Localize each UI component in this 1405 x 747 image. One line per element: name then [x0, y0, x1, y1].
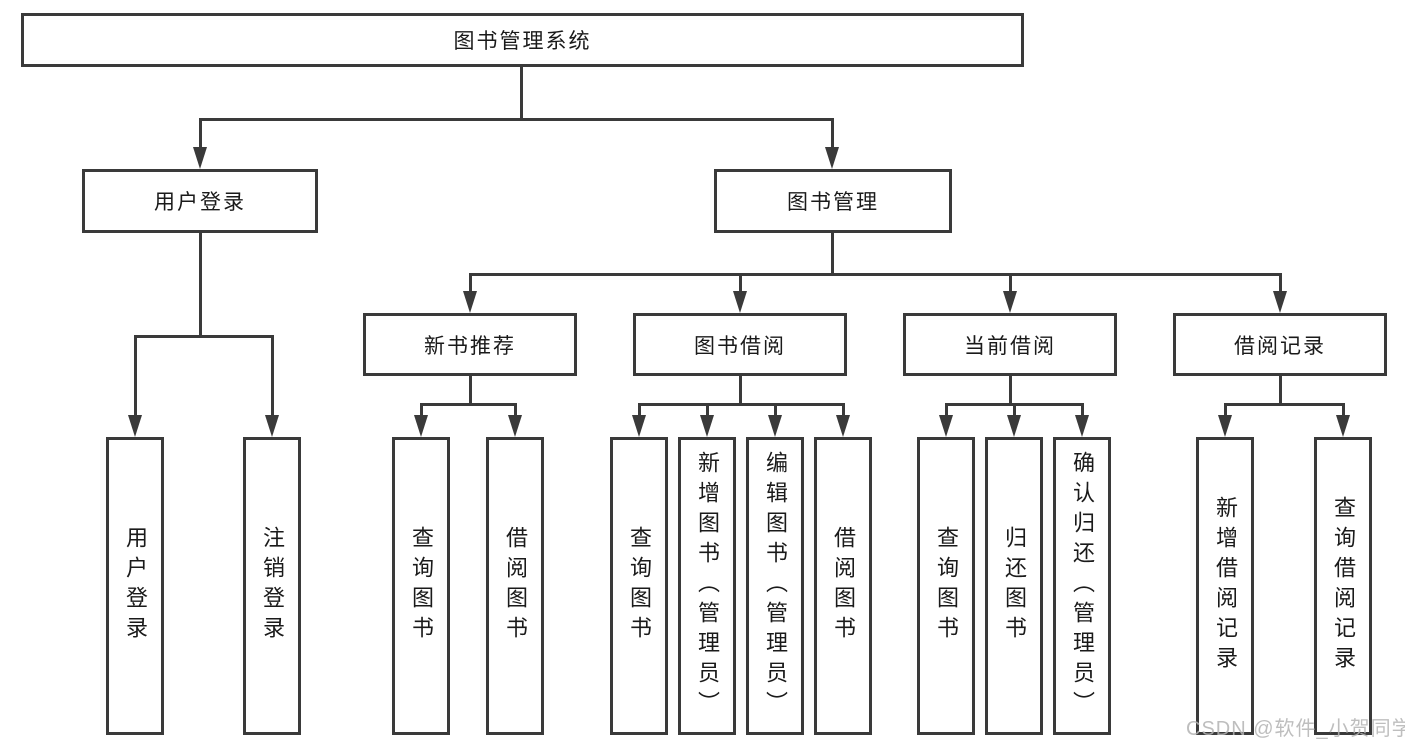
node-label: 查询图书 — [934, 526, 959, 646]
connector-line — [1009, 376, 1012, 403]
leaf-query-books-recommend: 查询图书 — [392, 437, 450, 735]
node-label: 当前借阅 — [964, 334, 1056, 358]
connector-line — [199, 118, 833, 121]
arrow-down-icon — [414, 415, 428, 437]
node-label: 新增借阅记录 — [1213, 496, 1238, 676]
arrow-down-icon — [1218, 415, 1232, 437]
connector-line — [469, 273, 1282, 276]
node-current-borrowing: 当前借阅 — [903, 313, 1117, 376]
connector-line — [520, 67, 523, 118]
leaf-logout: 注销登录 — [243, 437, 301, 735]
arrow-down-icon — [508, 415, 522, 437]
connector-line — [945, 403, 948, 417]
connector-line — [1009, 273, 1012, 293]
leaf-return-book: 归还图书 — [985, 437, 1043, 735]
connector-line — [271, 335, 274, 417]
connector-line — [638, 403, 641, 417]
arrow-down-icon — [1007, 415, 1021, 437]
node-label: 借阅图书 — [503, 526, 528, 646]
connector-line — [199, 233, 202, 335]
connector-line — [514, 403, 517, 417]
arrow-down-icon — [265, 415, 279, 437]
arrow-down-icon — [768, 415, 782, 437]
connector-line — [134, 335, 137, 417]
connector-line — [199, 118, 202, 151]
connector-line — [1081, 403, 1084, 417]
node-label: 归还图书 — [1002, 526, 1027, 646]
node-label: 查询图书 — [627, 526, 652, 646]
leaf-query-books-borrowing: 查询图书 — [610, 437, 668, 735]
arrow-down-icon — [463, 291, 477, 313]
arrow-down-icon — [1075, 415, 1089, 437]
connector-line — [134, 335, 274, 338]
arrow-down-icon — [1336, 415, 1350, 437]
connector-line — [831, 233, 834, 273]
node-user-login: 用户登录 — [82, 169, 318, 233]
connector-line — [774, 403, 777, 417]
connector-line — [420, 403, 423, 417]
node-label: 查询图书 — [409, 526, 434, 646]
arrow-down-icon — [632, 415, 646, 437]
arrow-down-icon — [825, 147, 839, 169]
node-book-borrowing: 图书借阅 — [633, 313, 847, 376]
node-label: 新书推荐 — [424, 334, 516, 358]
leaf-add-borrow-record: 新增借阅记录 — [1196, 437, 1254, 735]
connector-line — [739, 273, 742, 293]
node-label: 借阅记录 — [1234, 334, 1326, 358]
connector-line — [1013, 403, 1016, 417]
watermark: CSDN @软件_小贺同学 — [1186, 718, 1405, 740]
connector-line — [469, 376, 472, 403]
connector-line — [1342, 403, 1345, 417]
leaf-borrow-books-recommend: 借阅图书 — [486, 437, 544, 735]
connector-line — [638, 403, 845, 406]
connector-line — [1224, 403, 1227, 417]
connector-line — [706, 403, 709, 417]
node-label: 确认归还（管理员） — [1070, 451, 1095, 721]
node-label: 图书管理 — [787, 191, 879, 214]
leaf-user-login: 用户登录 — [106, 437, 164, 735]
arrow-down-icon — [128, 415, 142, 437]
node-label: 图书借阅 — [694, 334, 786, 358]
node-label: 查询借阅记录 — [1331, 496, 1356, 676]
node-label: 编辑图书（管理员） — [763, 451, 788, 721]
node-book-management: 图书管理 — [714, 169, 952, 233]
node-label: 新增图书（管理员） — [695, 451, 720, 721]
connector-line — [842, 403, 845, 417]
arrow-down-icon — [700, 415, 714, 437]
node-label: 注销登录 — [260, 526, 285, 646]
connector-line — [1279, 273, 1282, 293]
connector-line — [739, 376, 742, 403]
node-library-system: 图书管理系统 — [21, 13, 1024, 67]
connector-line — [420, 403, 517, 406]
connector-line — [1224, 403, 1345, 406]
leaf-query-borrow-record: 查询借阅记录 — [1314, 437, 1372, 735]
connector-line — [1279, 376, 1282, 403]
node-label: 借阅图书 — [831, 526, 856, 646]
leaf-add-book-admin: 新增图书（管理员） — [678, 437, 736, 735]
leaf-query-books-current: 查询图书 — [917, 437, 975, 735]
leaf-confirm-return-admin: 确认归还（管理员） — [1053, 437, 1111, 735]
node-label: 用户登录 — [123, 526, 148, 646]
arrow-down-icon — [193, 147, 207, 169]
arrow-down-icon — [939, 415, 953, 437]
arrow-down-icon — [1003, 291, 1017, 313]
node-label: 图书管理系统 — [453, 30, 592, 53]
node-label: 用户登录 — [154, 191, 246, 214]
node-new-book-recommend: 新书推荐 — [363, 313, 577, 376]
node-borrowing-records: 借阅记录 — [1173, 313, 1387, 376]
arrow-down-icon — [836, 415, 850, 437]
connector-line — [469, 273, 472, 293]
leaf-edit-book-admin: 编辑图书（管理员） — [746, 437, 804, 735]
leaf-borrow-books: 借阅图书 — [814, 437, 872, 735]
connector-line — [831, 118, 834, 151]
arrow-down-icon — [733, 291, 747, 313]
arrow-down-icon — [1273, 291, 1287, 313]
